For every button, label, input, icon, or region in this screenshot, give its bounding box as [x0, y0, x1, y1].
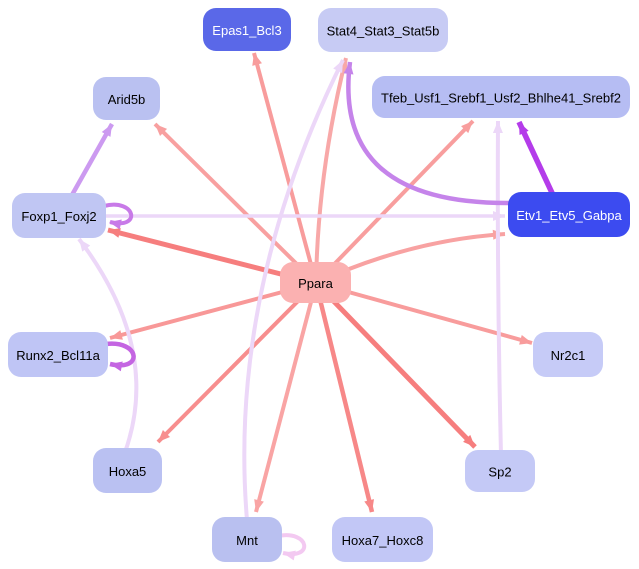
arrowhead-icon: [158, 429, 171, 442]
edge-Etv1_Etv5_Gabpa-Tfeb[interactable]: [516, 120, 556, 197]
edge-Ppara-Epas1_Bcl3[interactable]: [252, 52, 318, 284]
arrowhead-icon: [109, 219, 122, 230]
node-shape: [212, 517, 282, 562]
node-shape: [93, 77, 160, 120]
edge-Foxp1_Foxj2-Arid5b[interactable]: [70, 122, 114, 197]
arrowhead-icon: [110, 361, 123, 372]
node-Hoxa7_Hoxc8[interactable]: Hoxa7_Hoxc8: [332, 517, 433, 562]
node-shape: [318, 8, 448, 52]
arrowhead-icon: [254, 499, 264, 512]
node-shape: [332, 517, 433, 562]
node-Tfeb_Usf1_Srebf1_Usf2_Bhlhe41_Srebf2[interactable]: Tfeb_Usf1_Srebf1_Usf2_Bhlhe41_Srebf2: [372, 76, 630, 118]
edge-Ppara-Mnt[interactable]: [254, 282, 318, 513]
edge-line: [70, 122, 114, 197]
edge-line: [254, 282, 318, 513]
arrowhead-icon: [155, 124, 168, 136]
arrowhead-icon: [461, 121, 473, 134]
edge-line: [314, 119, 475, 285]
edge-line: [313, 282, 375, 513]
edge-line: [252, 52, 318, 284]
edge-line: [314, 281, 477, 449]
arrowhead-icon: [79, 239, 91, 252]
arrowhead-icon: [519, 122, 529, 135]
edge-line: [315, 281, 533, 345]
edge-Sp2-Tfeb[interactable]: [492, 120, 503, 456]
arrowhead-icon: [343, 62, 354, 75]
arrowhead-icon: [364, 499, 375, 512]
node-shape: [93, 448, 162, 493]
node-shape: [8, 332, 108, 377]
node-shape: [372, 76, 630, 118]
node-shape: [465, 450, 535, 492]
edge-Runx2_Bcl11a-self-loop[interactable]: [105, 341, 136, 372]
node-shape: [533, 332, 603, 377]
edge-Ppara-Tfeb[interactable]: [314, 119, 475, 285]
node-Epas1_Bcl3[interactable]: Epas1_Bcl3: [203, 8, 291, 51]
node-Sp2[interactable]: Sp2: [465, 450, 535, 492]
arrowhead-icon: [252, 53, 262, 66]
edge-line: [516, 120, 556, 197]
node-Etv1_Etv5_Gabpa[interactable]: Etv1_Etv5_Gabpa: [508, 192, 630, 237]
node-Mnt[interactable]: Mnt: [212, 517, 282, 562]
edge-Mnt-Stat4_Stat3_Stat5b[interactable]: [242, 59, 345, 521]
edge-Etv1_Etv5_Gabpa-Stat4_Stat3_Stat5b[interactable]: [343, 61, 513, 206]
edge-Ppara-Sp2[interactable]: [314, 281, 477, 449]
edge-Foxp1_Foxj2-Etv1_Etv5_Gabpa[interactable]: [100, 211, 505, 221]
node-Hoxa5[interactable]: Hoxa5: [93, 448, 162, 493]
edge-line: [314, 57, 348, 284]
edge-line: [153, 122, 318, 285]
node-Foxp1_Foxj2[interactable]: Foxp1_Foxj2: [12, 193, 106, 238]
node-Ppara[interactable]: Ppara: [280, 262, 351, 303]
node-shape: [508, 192, 630, 237]
node-Stat4_Stat3_Stat5b[interactable]: Stat4_Stat3_Stat5b: [318, 8, 448, 52]
node-shape: [12, 193, 106, 238]
node-shape: [203, 8, 291, 51]
edge-Foxp1_Foxj2-self-loop[interactable]: [103, 202, 133, 230]
arrowhead-icon: [492, 121, 503, 134]
arrowhead-icon: [463, 434, 475, 447]
arrowhead-icon: [283, 550, 296, 561]
arrowhead-icon: [110, 330, 123, 340]
edge-Ppara-Nr2c1[interactable]: [315, 281, 533, 345]
arrowhead-icon: [108, 228, 121, 238]
edge-Ppara-Hoxa5[interactable]: [156, 281, 318, 444]
node-shape: [280, 262, 351, 303]
edge-Ppara-Arid5b[interactable]: [153, 122, 318, 285]
arrowhead-icon: [519, 334, 532, 345]
arrowhead-icon: [101, 124, 112, 137]
edge-Mnt-self-loop[interactable]: [277, 533, 307, 561]
node-Arid5b[interactable]: Arid5b: [93, 77, 160, 120]
edge-line: [495, 120, 503, 456]
arrowhead-icon: [333, 60, 343, 73]
edge-Ppara-Hoxa7_Hoxc8[interactable]: [313, 282, 375, 513]
node-Nr2c1[interactable]: Nr2c1: [533, 332, 603, 377]
node-Runx2_Bcl11a[interactable]: Runx2_Bcl11a: [8, 332, 108, 377]
edge-Ppara-Stat4_Stat3_Stat5b[interactable]: [314, 57, 348, 284]
edge-line: [346, 61, 513, 206]
edge-line: [156, 281, 318, 444]
edge-line: [242, 59, 345, 521]
